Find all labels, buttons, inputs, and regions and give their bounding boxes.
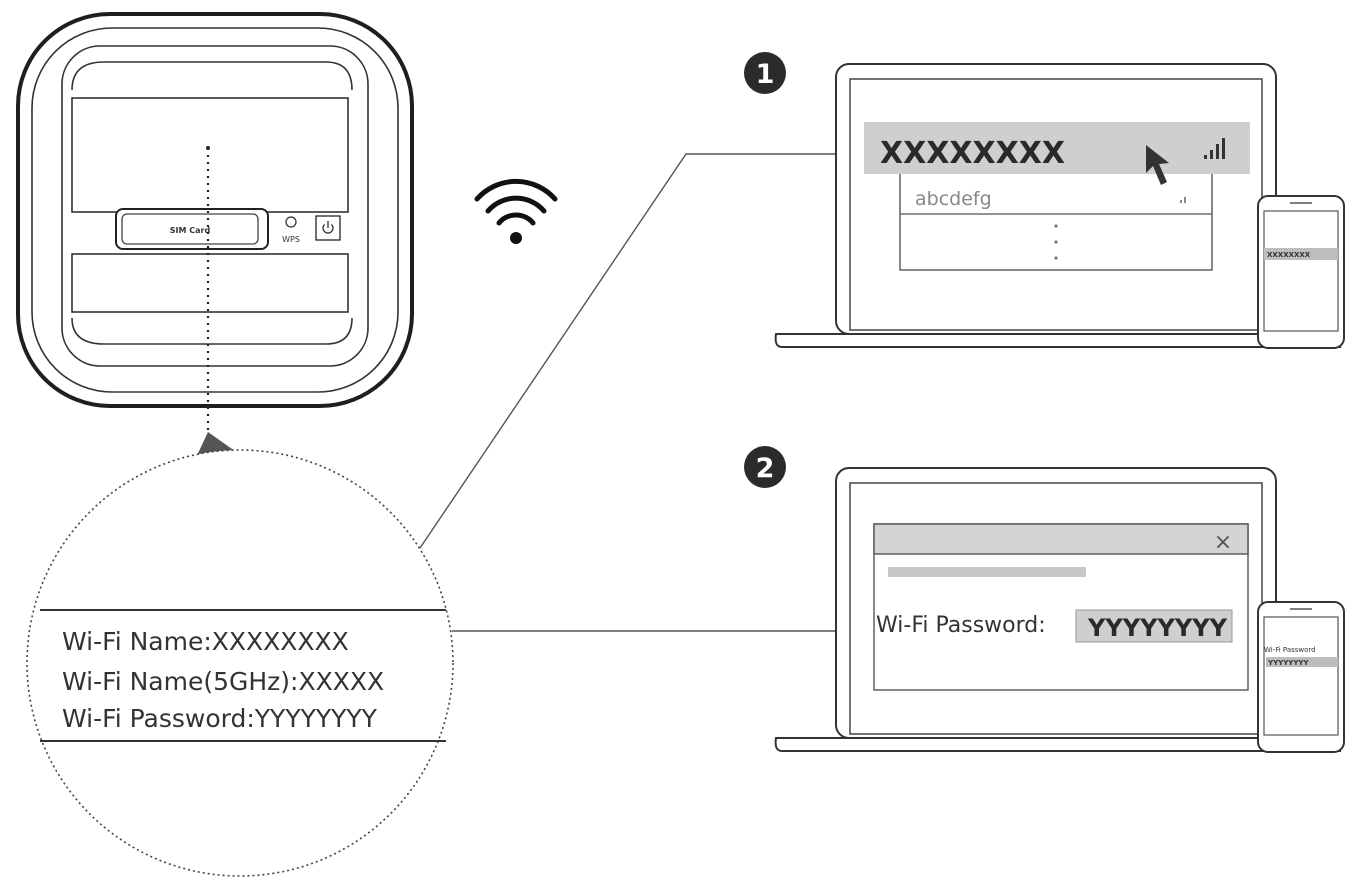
sim-card-label: SIM Card	[170, 226, 211, 235]
magnified-label: Wi-Fi Name:XXXXXXXX Wi-Fi Name(5GHz):XXX…	[26, 449, 454, 877]
phone-1: XXXXXXXX	[1257, 195, 1345, 349]
step-2-number: 2	[756, 453, 775, 484]
cursor-arrow-icon	[1146, 145, 1169, 185]
dialog-password-value: YYYYYYYY	[1087, 614, 1228, 642]
connector-to-network-list	[419, 153, 864, 549]
selected-network-name: XXXXXXXX	[880, 136, 1065, 171]
phone-2: Wi-Fi Password YYYYYYYY	[1257, 601, 1345, 753]
wps-label: WPS	[282, 235, 300, 244]
phone-2-password-value: YYYYYYYY	[1267, 659, 1309, 667]
step-1-badge: 1	[744, 52, 786, 94]
network-item-selected: XXXXXXXX	[864, 122, 1250, 185]
weak-signal-icon	[1180, 197, 1186, 203]
power-icon	[322, 221, 334, 234]
laptop-1: abcdefg XXXXXXXX	[774, 63, 1341, 348]
power-button-graphic	[315, 215, 341, 241]
network-item-other: abcdefg	[915, 188, 992, 210]
list-more-dots	[1054, 224, 1058, 260]
dialog-password-label: Wi-Fi Password:	[876, 613, 1046, 638]
label-wifi-password: Wi-Fi Password:YYYYYYYY	[62, 704, 378, 733]
label-wifi-name: Wi-Fi Name:XXXXXXXX	[62, 627, 349, 656]
laptop-2: × Wi-Fi Password: YYYYYYYY	[774, 467, 1341, 752]
dialog-close-icon: ×	[1214, 530, 1232, 555]
network-list: abcdefg XXXXXXXX	[864, 122, 1250, 271]
wifi-signal-icon	[474, 178, 558, 244]
signal-bars-icon	[1204, 138, 1225, 159]
password-dialog: × Wi-Fi Password: YYYYYYYY	[873, 523, 1249, 691]
phone-2-password-label: Wi-Fi Password	[1264, 646, 1316, 654]
step-2-badge: 2	[744, 446, 786, 488]
router-device: SIM Card WPS	[16, 12, 414, 438]
label-wifi-name-5ghz: Wi-Fi Name(5GHz):XXXXX	[62, 667, 384, 696]
dialog-title-placeholder-bar	[888, 567, 1086, 577]
dialog-password-field	[1075, 609, 1233, 643]
step-1-number: 1	[756, 59, 775, 90]
wps-button-graphic: WPS	[282, 216, 300, 244]
phone-1-network-name: XXXXXXXX	[1267, 251, 1311, 259]
sim-card-slot: SIM Card	[115, 208, 269, 250]
